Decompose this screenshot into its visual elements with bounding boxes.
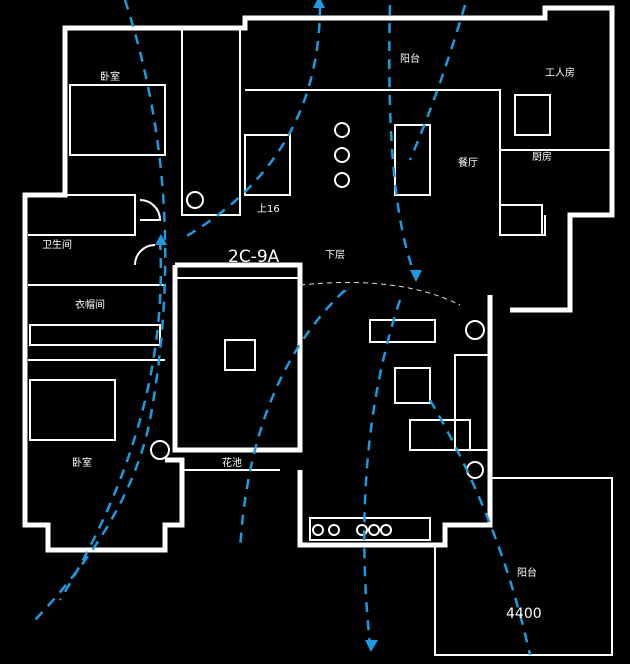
label-planter: 花池 [222,456,242,469]
furniture [29,84,551,541]
coffee-table [394,367,431,404]
label-balcony-bottom: 阳台 [517,566,537,579]
table-square [224,339,256,371]
circulation-arrows [34,0,532,656]
label-kitchen: 厨房 [532,150,552,163]
label-balcony-top: 阳台 [400,52,420,65]
bed-bottom [29,379,116,441]
walls [22,5,615,656]
sofa-side [454,354,491,451]
plan-code: 2C-9A [228,247,280,267]
dining-table [394,124,431,196]
staircase [244,134,291,196]
sofa [369,319,436,343]
label-bedroom-top: 卧室 [100,70,120,83]
dimension-label: 4400 [506,606,542,622]
label-dining: 餐厅 [458,156,478,169]
label-closet: 衣帽间 [75,298,105,311]
label-level: 下层 [325,249,345,261]
bed-top [69,84,166,156]
label-servant-room: 工人房 [545,66,575,79]
tv-cabinet [309,517,431,541]
label-bedroom-bottom: 卧室 [72,456,92,469]
label-bathroom: 卫生间 [42,238,72,251]
label-stair: 上16 [257,203,280,215]
wardrobe [29,324,161,346]
